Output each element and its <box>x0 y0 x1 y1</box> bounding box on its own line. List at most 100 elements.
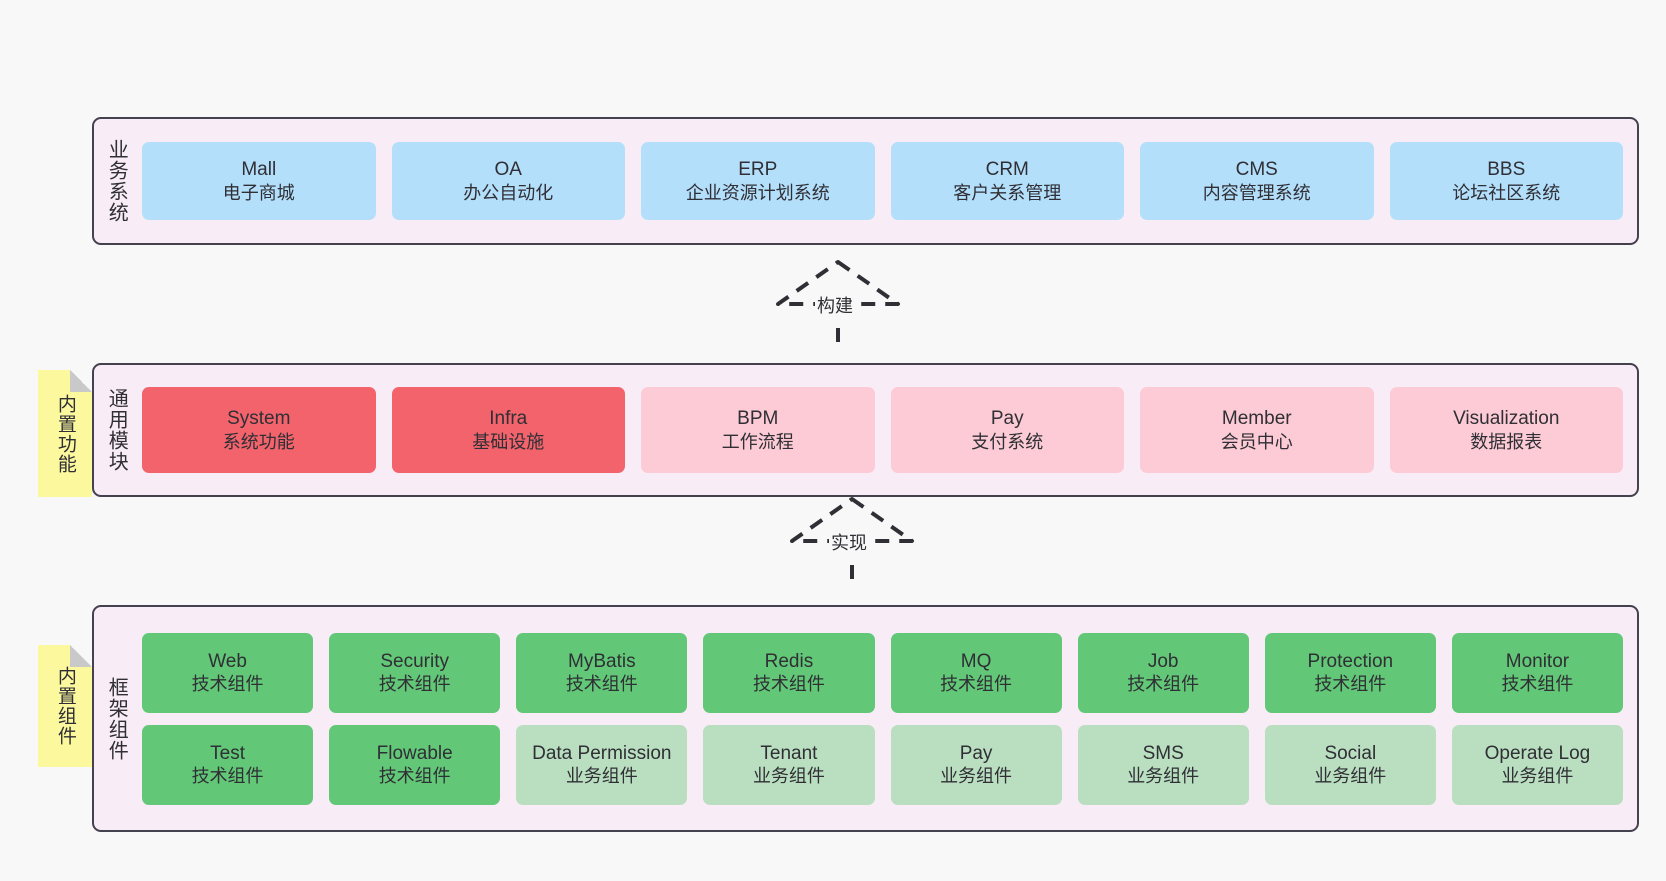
layer-framework-components-body: Web 技术组件 Security 技术组件 MyBatis 技术组件 Redi… <box>138 607 1637 830</box>
sticky-note-builtin-components: 内置组件 <box>38 645 92 767</box>
card-member[interactable]: Member 会员中心 <box>1140 387 1374 473</box>
card-social-name: Social <box>1324 742 1377 764</box>
card-infra-name: Infra <box>489 408 528 430</box>
card-job[interactable]: Job 技术组件 <box>1077 632 1249 713</box>
card-mybatis[interactable]: MyBatis 技术组件 <box>516 632 688 713</box>
card-bpm-sub: 工作流程 <box>721 431 794 452</box>
card-protection-name: Protection <box>1307 650 1394 672</box>
card-mq-name: MQ <box>960 650 992 672</box>
framework-tech-component-row: Web 技术组件 Security 技术组件 MyBatis 技术组件 Redi… <box>142 632 1623 713</box>
card-oa-name: OA <box>494 159 522 181</box>
card-tenant[interactable]: Tenant 业务组件 <box>703 724 875 805</box>
card-web-sub: 技术组件 <box>191 674 264 695</box>
card-flowable[interactable]: Flowable 技术组件 <box>329 724 501 805</box>
connector-implement: 实现 <box>777 497 927 581</box>
sticky-note-builtin-features: 内置功能 <box>38 370 92 497</box>
connector-build-label: 构建 <box>815 292 855 318</box>
common-modules-card-row: System 系统功能 Infra 基础设施 BPM 工作流程 Pay 支付系统… <box>142 387 1623 473</box>
card-mq[interactable]: MQ 技术组件 <box>890 632 1062 713</box>
card-operate-log[interactable]: Operate Log 业务组件 <box>1451 724 1623 805</box>
card-mybatis-sub: 技术组件 <box>565 674 638 695</box>
card-pay-component-name: Pay <box>959 742 993 764</box>
card-security-sub: 技术组件 <box>378 674 451 695</box>
card-job-name: Job <box>1147 650 1179 672</box>
card-monitor-sub: 技术组件 <box>1501 674 1574 695</box>
card-data-permission-name: Data Permission <box>532 742 672 764</box>
card-cms-name: CMS <box>1235 159 1278 181</box>
card-crm-sub: 客户关系管理 <box>953 182 1062 203</box>
layer-common-modules-body: System 系统功能 Infra 基础设施 BPM 工作流程 Pay 支付系统… <box>138 365 1637 495</box>
card-tenant-sub: 业务组件 <box>752 766 825 787</box>
card-bbs[interactable]: BBS 论坛社区系统 <box>1389 142 1623 220</box>
card-system-name: System <box>227 408 291 430</box>
card-web-name: Web <box>208 650 247 672</box>
sticky-note-builtin-components-label: 内置组件 <box>54 666 76 746</box>
card-redis-sub: 技术组件 <box>752 674 825 695</box>
card-oa-sub: 办公自动化 <box>463 182 554 203</box>
card-system-sub: 系统功能 <box>222 431 295 452</box>
card-protection-sub: 技术组件 <box>1314 674 1387 695</box>
card-operate-log-name: Operate Log <box>1484 742 1591 764</box>
card-test-sub: 技术组件 <box>191 766 264 787</box>
card-visualization-name: Visualization <box>1453 408 1560 430</box>
card-mq-sub: 技术组件 <box>940 674 1013 695</box>
card-sms-sub: 业务组件 <box>1127 766 1200 787</box>
card-social-sub: 业务组件 <box>1314 766 1387 787</box>
card-sms[interactable]: SMS 业务组件 <box>1077 724 1249 805</box>
card-pay-module-name: Pay <box>990 408 1024 430</box>
card-flowable-sub: 技术组件 <box>378 766 451 787</box>
card-web[interactable]: Web 技术组件 <box>142 632 314 713</box>
card-visualization-sub: 数据报表 <box>1470 431 1543 452</box>
layer-common-modules-title: 通用模块 <box>105 388 128 472</box>
layer-common-modules: 通用模块 System 系统功能 Infra 基础设施 BPM 工作流程 Pay… <box>92 363 1639 497</box>
card-bpm[interactable]: BPM 工作流程 <box>641 387 875 473</box>
connector-implement-label: 实现 <box>829 529 869 555</box>
card-sms-name: SMS <box>1142 742 1184 764</box>
card-pay-component[interactable]: Pay 业务组件 <box>890 724 1062 805</box>
card-bpm-name: BPM <box>737 408 779 430</box>
connector-build: 构建 <box>763 260 913 344</box>
card-pay-component-sub: 业务组件 <box>940 766 1013 787</box>
card-oa[interactable]: OA 办公自动化 <box>391 142 625 220</box>
card-infra[interactable]: Infra 基础设施 <box>391 387 625 473</box>
card-social[interactable]: Social 业务组件 <box>1264 724 1436 805</box>
card-cms[interactable]: CMS 内容管理系统 <box>1140 142 1374 220</box>
card-data-permission-sub: 业务组件 <box>565 766 638 787</box>
card-job-sub: 技术组件 <box>1127 674 1200 695</box>
card-cms-sub: 内容管理系统 <box>1202 182 1311 203</box>
card-data-permission[interactable]: Data Permission 业务组件 <box>516 724 688 805</box>
card-security-name: Security <box>380 650 449 672</box>
layer-framework-components-title: 框架组件 <box>105 676 128 761</box>
card-crm-name: CRM <box>985 159 1029 181</box>
framework-business-component-row: Test 技术组件 Flowable 技术组件 Data Permission … <box>142 724 1623 805</box>
card-operate-log-sub: 业务组件 <box>1501 766 1574 787</box>
card-mall[interactable]: Mall 电子商城 <box>142 142 376 220</box>
card-security[interactable]: Security 技术组件 <box>329 632 501 713</box>
card-erp-sub: 企业资源计划系统 <box>685 182 830 203</box>
layer-business-system-title: 业务系统 <box>105 139 128 223</box>
card-erp-name: ERP <box>738 159 778 181</box>
card-bbs-sub: 论坛社区系统 <box>1452 182 1561 203</box>
layer-framework-components: 框架组件 Web 技术组件 Security 技术组件 MyBatis 技术组件… <box>92 605 1639 832</box>
card-test-name: Test <box>210 742 245 764</box>
card-crm[interactable]: CRM 客户关系管理 <box>890 142 1124 220</box>
card-infra-sub: 基础设施 <box>472 431 545 452</box>
card-mall-name: Mall <box>241 159 277 181</box>
card-monitor-name: Monitor <box>1505 650 1570 672</box>
card-test[interactable]: Test 技术组件 <box>142 724 314 805</box>
card-tenant-name: Tenant <box>760 742 818 764</box>
card-flowable-name: Flowable <box>376 742 453 764</box>
card-monitor[interactable]: Monitor 技术组件 <box>1451 632 1623 713</box>
card-redis[interactable]: Redis 技术组件 <box>703 632 875 713</box>
card-member-name: Member <box>1221 408 1292 430</box>
card-visualization[interactable]: Visualization 数据报表 <box>1389 387 1623 473</box>
sticky-note-builtin-features-label: 内置功能 <box>54 393 76 474</box>
card-system[interactable]: System 系统功能 <box>142 387 376 473</box>
card-protection[interactable]: Protection 技术组件 <box>1264 632 1436 713</box>
card-pay-module-sub: 支付系统 <box>971 431 1044 452</box>
card-erp[interactable]: ERP 企业资源计划系统 <box>641 142 875 220</box>
card-redis-name: Redis <box>764 650 814 672</box>
card-mall-sub: 电子商城 <box>222 182 295 203</box>
card-pay-module[interactable]: Pay 支付系统 <box>890 387 1124 473</box>
